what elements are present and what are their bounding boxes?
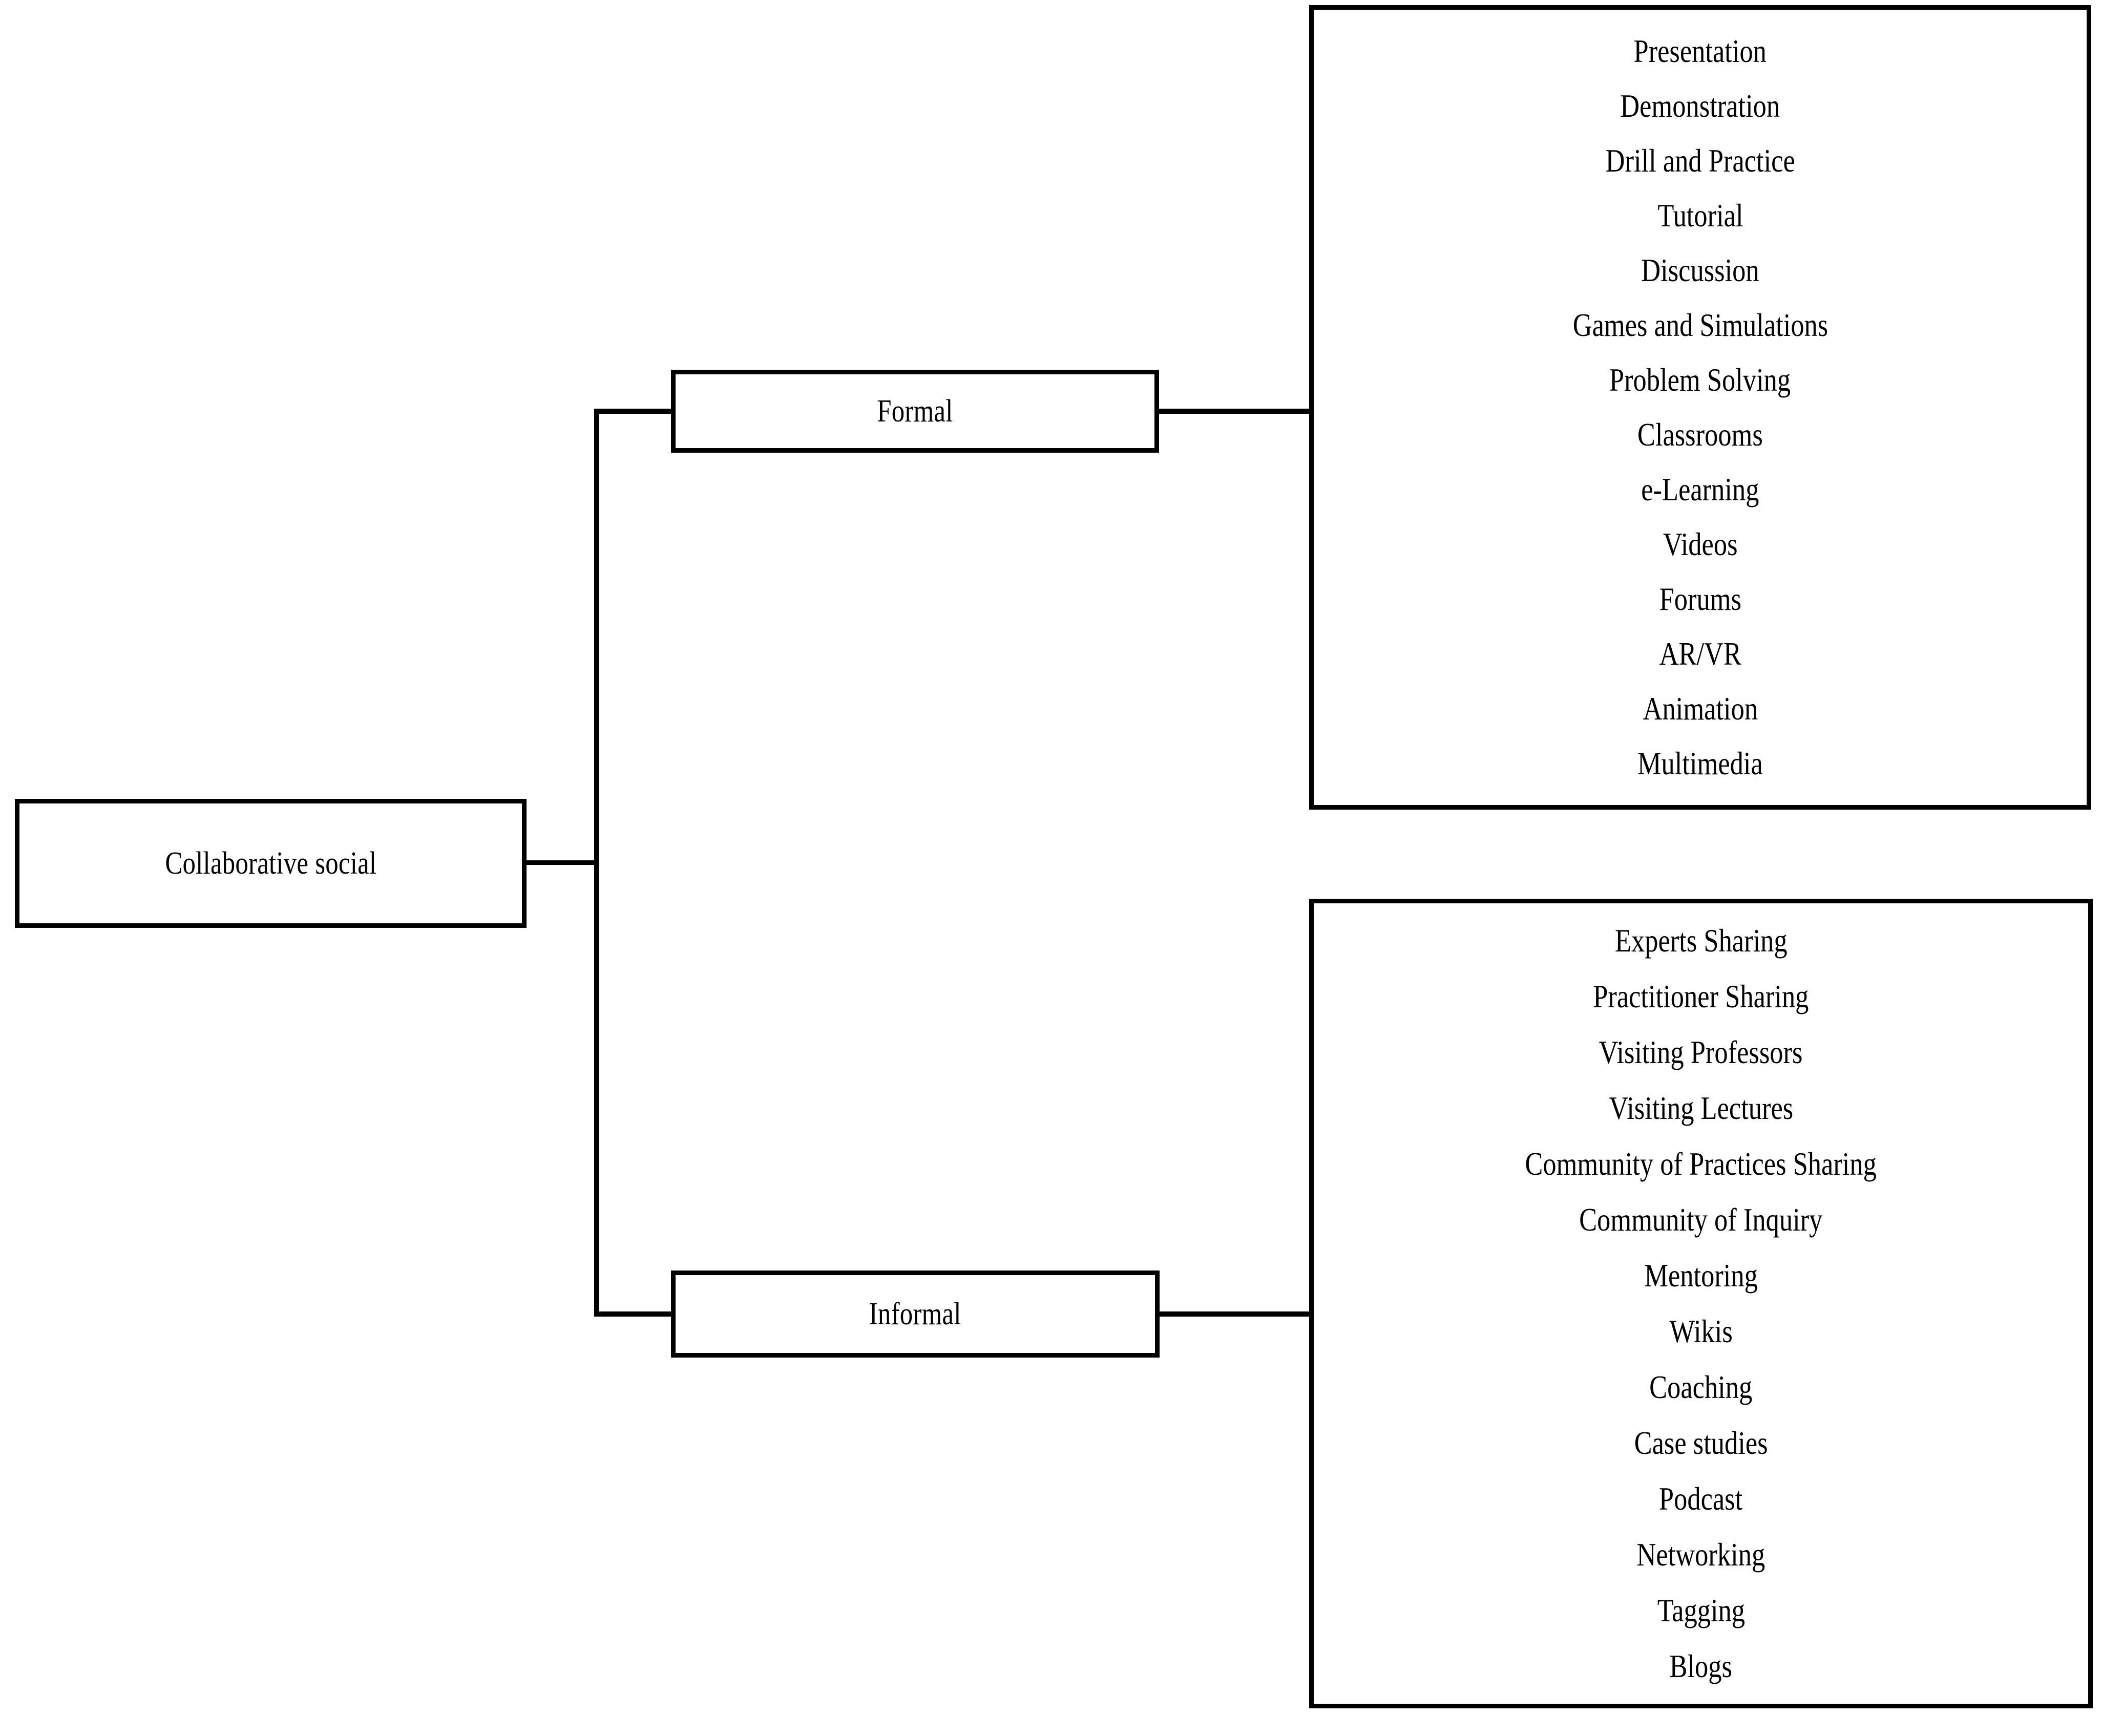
branch-node-informal-label: Informal <box>869 1297 961 1331</box>
list-item: Classrooms <box>1637 416 1763 453</box>
list-item: e-Learning <box>1641 471 1759 507</box>
list-item: Tagging <box>1657 1592 1745 1628</box>
list-item: Multimedia <box>1637 745 1763 781</box>
connector-informal-to-informal-list <box>1156 1311 1311 1317</box>
list-item: Wikis <box>1669 1313 1733 1349</box>
list-item: Practitioner Sharing <box>1593 978 1809 1014</box>
list-item: Mentoring <box>1644 1257 1758 1294</box>
list-item: Coaching <box>1649 1369 1753 1405</box>
list-item: Community of Inquiry <box>1579 1201 1823 1238</box>
informal-items-panel: Experts Sharing Practitioner Sharing Vis… <box>1309 899 2093 1708</box>
list-item: Drill and Practice <box>1605 142 1795 179</box>
list-item: Blogs <box>1669 1648 1733 1684</box>
branch-node-formal[interactable]: Formal <box>671 370 1159 453</box>
list-item: Forums <box>1659 581 1741 617</box>
list-item: Podcast <box>1659 1480 1743 1517</box>
list-item: Case studies <box>1634 1425 1768 1461</box>
branch-node-informal[interactable]: Informal <box>671 1271 1160 1358</box>
list-item: Animation <box>1643 690 1758 727</box>
connector-spine-to-informal <box>594 1311 675 1317</box>
list-item: Discussion <box>1641 252 1759 288</box>
list-item: Problem Solving <box>1609 362 1791 398</box>
connector-formal-to-formal-list <box>1155 409 1311 414</box>
list-item: Presentation <box>1633 33 1767 69</box>
connector-vertical-spine <box>594 409 599 1316</box>
list-item: Visiting Professors <box>1599 1034 1803 1070</box>
list-item: Community of Practices Sharing <box>1525 1146 1877 1182</box>
list-item: Networking <box>1636 1536 1765 1573</box>
list-item: Experts Sharing <box>1614 922 1788 959</box>
list-item: Tutorial <box>1657 197 1743 234</box>
list-item: AR/VR <box>1659 636 1741 672</box>
formal-items-panel: Presentation Demonstration Drill and Pra… <box>1309 5 2091 810</box>
branch-node-formal-label: Formal <box>877 394 953 429</box>
list-item: Games and Simulations <box>1572 307 1828 343</box>
list-item: Videos <box>1663 526 1738 562</box>
list-item: Visiting Lectures <box>1609 1090 1793 1126</box>
list-item: Demonstration <box>1620 88 1780 124</box>
connector-spine-to-formal <box>594 409 675 414</box>
connector-root-to-spine <box>522 860 598 865</box>
root-node-label: Collaborative social <box>165 846 376 881</box>
root-node-collaborative-social[interactable]: Collaborative social <box>15 799 527 928</box>
